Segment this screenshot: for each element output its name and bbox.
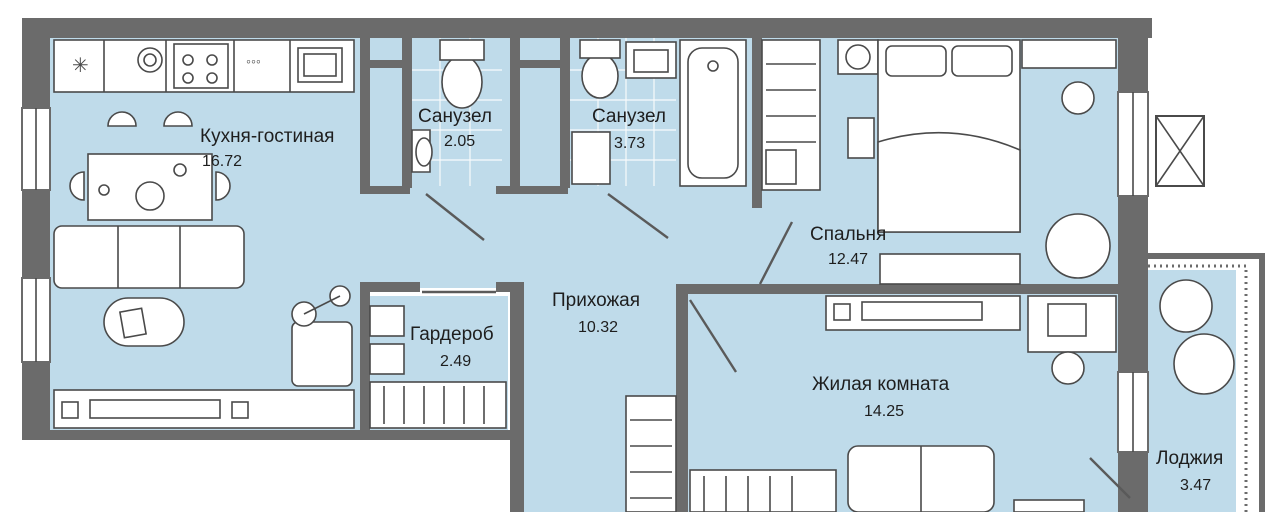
wall-wardrobe-north bbox=[360, 282, 420, 292]
box-icon bbox=[369, 305, 405, 337]
armchair-round bbox=[1045, 213, 1111, 279]
wall-bath1-west bbox=[360, 38, 370, 188]
room-area-living: 14.25 bbox=[864, 403, 904, 420]
room-name-living: Жилая комната bbox=[812, 374, 950, 395]
stove-icon bbox=[182, 54, 194, 66]
door-bedroom bbox=[758, 221, 794, 285]
kitchen-furniture: ✳ ◦◦◦ bbox=[53, 39, 355, 429]
door-bath1 bbox=[425, 193, 485, 241]
wall-west bbox=[22, 18, 50, 438]
dishes-icon: ◦◦◦ bbox=[246, 53, 261, 69]
room-name-bath2: Санузел bbox=[592, 106, 666, 127]
box-icon bbox=[369, 343, 405, 375]
wall-shaft2 bbox=[510, 60, 568, 68]
wall-wardrobe-north-r bbox=[496, 282, 524, 292]
bedroom-tv-stand bbox=[879, 253, 1021, 285]
room-name-loggia: Лоджия bbox=[1156, 448, 1223, 469]
room-area-bedroom: 12.47 bbox=[828, 251, 868, 268]
chair-icon bbox=[163, 111, 193, 127]
living-furniture bbox=[625, 279, 1235, 512]
walls bbox=[21, 18, 1265, 512]
toilet-2 bbox=[581, 53, 619, 99]
door-living bbox=[688, 299, 738, 373]
slippers-icon bbox=[847, 117, 875, 159]
loggia-rail-inner bbox=[1148, 264, 1248, 512]
wall-wardrobe-west bbox=[360, 282, 370, 432]
room-area-kitchen: 16.72 bbox=[202, 153, 242, 170]
sofa bbox=[53, 225, 245, 289]
wall-bath-divider bbox=[510, 38, 520, 188]
room-area-hall: 10.32 bbox=[578, 319, 618, 336]
room-area-wardrobe: 2.49 bbox=[440, 353, 471, 370]
snowflake-icon: ✳ bbox=[72, 55, 89, 77]
chair-icon bbox=[107, 111, 137, 127]
door-bath2 bbox=[607, 193, 669, 239]
toilet-1 bbox=[441, 55, 483, 109]
room-area-loggia: 3.47 bbox=[1180, 477, 1211, 494]
wall-hall-west bbox=[510, 282, 524, 512]
wall-south-left bbox=[22, 430, 520, 440]
room-labels: Кухня-гостиная 16.72 Санузел 2.05 Санузе… bbox=[200, 106, 1223, 494]
plate-icon bbox=[135, 181, 165, 211]
loggia-rail bbox=[1148, 253, 1265, 512]
room-area-bath1: 2.05 bbox=[444, 133, 475, 150]
wall-living-west bbox=[676, 284, 688, 512]
side-shelf bbox=[1013, 499, 1085, 512]
armchair bbox=[291, 321, 353, 387]
loggia-table bbox=[1173, 333, 1235, 395]
room-name-wardrobe: Гардероб bbox=[410, 324, 494, 345]
box-icon bbox=[765, 149, 797, 185]
chair-icon bbox=[69, 171, 85, 201]
wall-bath1-inner bbox=[402, 38, 412, 188]
wall-shaft1 bbox=[360, 60, 410, 68]
wall-loggia-stub bbox=[1120, 498, 1144, 512]
doors bbox=[422, 193, 1131, 499]
wardrobe-rack bbox=[369, 381, 507, 429]
door-loggia bbox=[1089, 457, 1131, 499]
room-name-kitchen: Кухня-гостиная bbox=[200, 126, 334, 147]
hall-wardrobe bbox=[625, 395, 677, 512]
wall-bath1-south bbox=[360, 186, 410, 194]
wall-north bbox=[22, 18, 1152, 38]
wall-bath2-inner bbox=[560, 38, 570, 188]
room-name-hall: Прихожая bbox=[552, 290, 640, 311]
living-wardrobe bbox=[689, 469, 837, 512]
bathroom-fixtures bbox=[411, 39, 747, 187]
office-chair bbox=[1051, 351, 1085, 385]
loggia-chair bbox=[1159, 279, 1213, 333]
wall-bedroom-west bbox=[752, 38, 762, 208]
room-area-bath2: 3.73 bbox=[614, 135, 645, 152]
plant-icon bbox=[1061, 81, 1095, 115]
wall-bedroom-south bbox=[676, 284, 1126, 294]
room-name-bath1: Санузел bbox=[418, 106, 492, 127]
dresser bbox=[1021, 39, 1117, 69]
room-name-bedroom: Спальня bbox=[810, 224, 886, 245]
washing-machine bbox=[571, 131, 611, 185]
laptop-icon bbox=[1047, 303, 1087, 337]
wall-bath2-south bbox=[496, 186, 568, 194]
wardrobe-furniture bbox=[369, 305, 507, 429]
bedroom-furniture bbox=[761, 39, 1117, 285]
chair-icon bbox=[215, 171, 231, 201]
